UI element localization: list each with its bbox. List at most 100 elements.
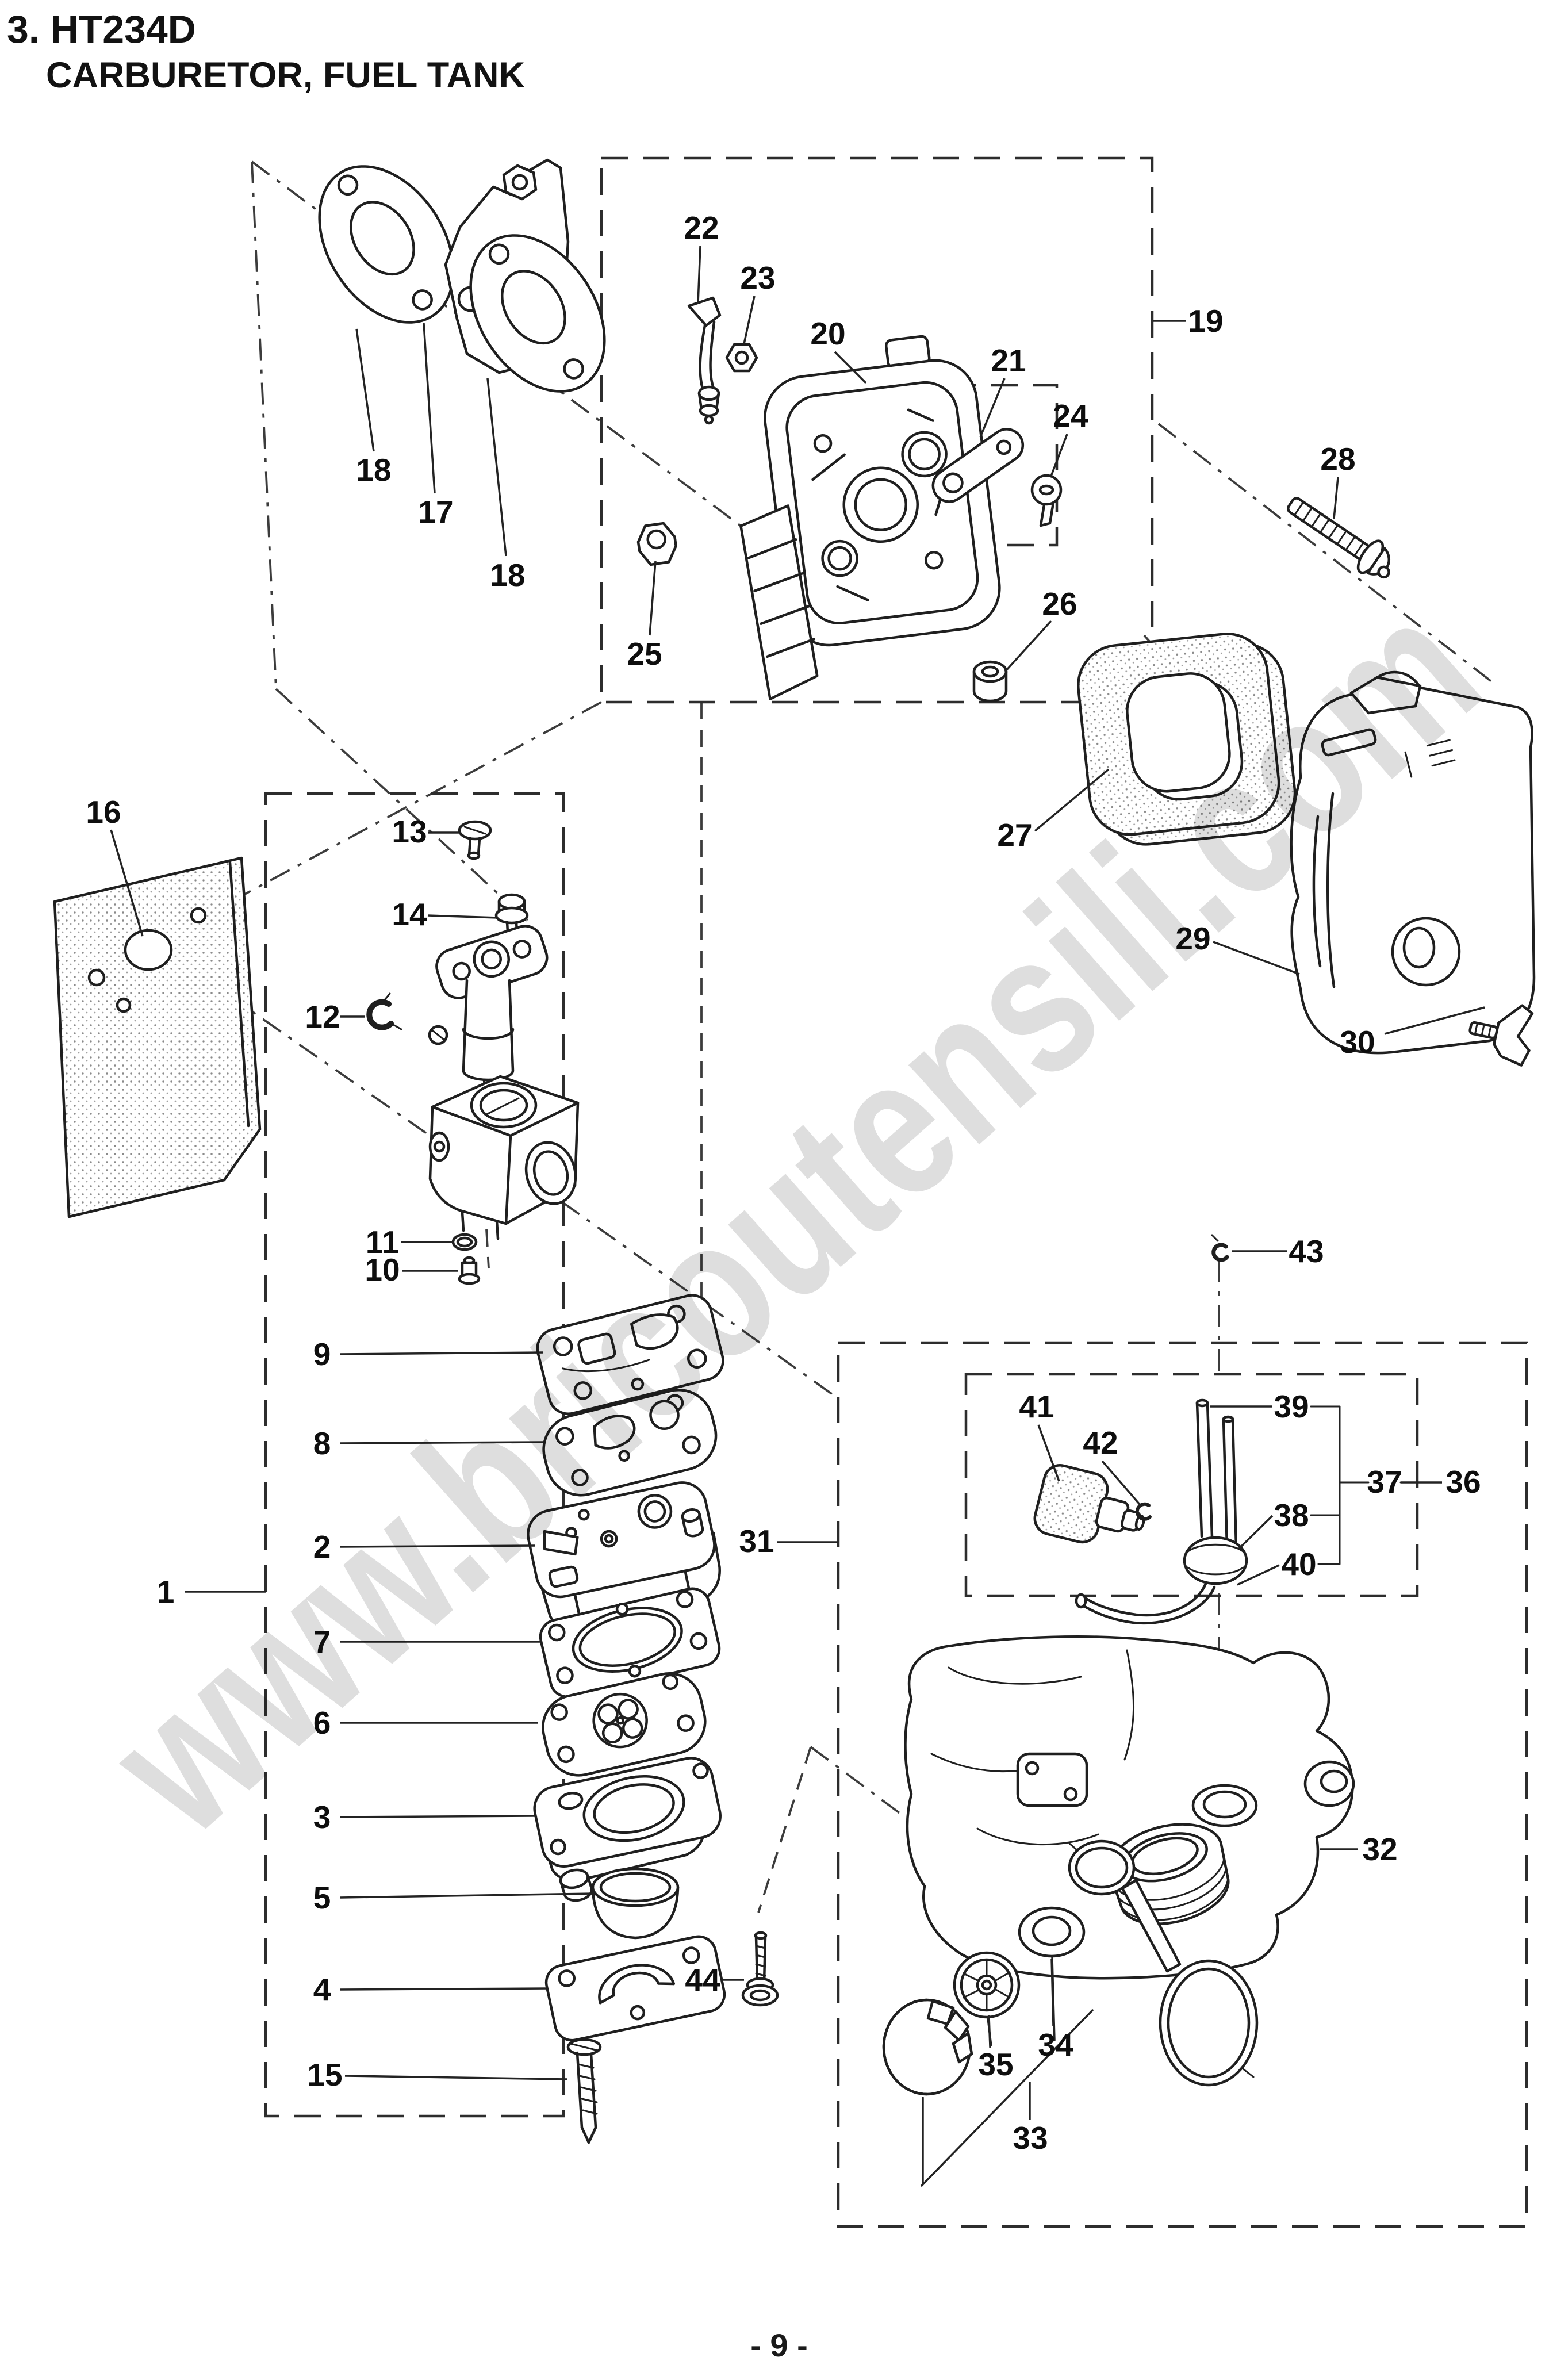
leader-line-28 — [1333, 477, 1339, 519]
part-43-clip — [1211, 1234, 1229, 1262]
leader-line-8 — [340, 1441, 543, 1444]
part-label-27: 27 — [997, 817, 1032, 853]
part-29-air-cleaner-cover — [1290, 670, 1536, 1055]
leader-line-30 — [1384, 1006, 1485, 1035]
part-24-screw — [1030, 474, 1063, 527]
part-41-fuel-filter — [1033, 1464, 1145, 1544]
leader-line-3 — [340, 1815, 535, 1818]
part-32-fuel-tank — [904, 1635, 1355, 1980]
part-label-16: 16 — [86, 794, 121, 830]
part-34-gasket — [1018, 1906, 1086, 1958]
group-box-pickup-36 — [964, 1373, 1419, 1597]
page-section-title: 3. HT234D — [7, 7, 196, 51]
leader-line-21 — [979, 378, 1006, 438]
part-6-pump-diaphragm — [542, 1672, 707, 1777]
leader-line-15 — [344, 2075, 567, 2080]
part-5-primer-cup — [591, 1867, 680, 1940]
leader-line-4 — [340, 1987, 548, 1991]
leader-line-17 — [423, 323, 436, 494]
group-box-fuel-tank-31 — [837, 1341, 1528, 2228]
leader-line-18 — [486, 378, 507, 557]
part-20-air-cleaner-base — [739, 335, 1001, 700]
part-label-28: 28 — [1320, 441, 1355, 477]
leader-line-20 — [834, 351, 867, 384]
leader-line-2 — [340, 1544, 535, 1548]
part-label-42: 42 — [1083, 1425, 1118, 1461]
part-2-pump-body — [527, 1481, 721, 1630]
part-label-24: 24 — [1053, 398, 1088, 434]
part-22-choke-rod — [687, 296, 722, 425]
part-25-nut — [636, 522, 677, 566]
part-label-44: 44 — [685, 1962, 720, 1998]
callout-layer: 1234567891011121314151617181819202122232… — [86, 210, 1485, 2156]
part-label-15: 15 — [307, 2057, 342, 2092]
leader-line-24 — [1050, 434, 1068, 477]
group-box-air-cleaner-19 — [600, 156, 1154, 704]
leader-line-40 — [1237, 1564, 1280, 1586]
part-27-filter-element — [1077, 633, 1297, 846]
part-label-40: 40 — [1281, 1546, 1316, 1582]
part-label-32: 32 — [1362, 1831, 1397, 1867]
part-33-fuel-cap — [882, 1998, 973, 2096]
part-9-plate — [536, 1294, 724, 1415]
bracket-33 — [921, 1956, 1094, 2187]
part-26-collar — [972, 660, 1008, 703]
throttle-shaft-assembly — [428, 925, 549, 1113]
part-label-17: 17 — [418, 494, 453, 530]
part-label-25: 25 — [627, 636, 662, 672]
part-label-37: 37 — [1367, 1464, 1402, 1500]
part-37-pickup-assembly — [1075, 1398, 1248, 1625]
part-label-33: 33 — [1013, 2120, 1048, 2156]
part-label-31: 31 — [739, 1523, 774, 1559]
part-label-11: 11 — [366, 1224, 399, 1260]
leader-line-23 — [743, 296, 756, 344]
part-28-bolt — [1287, 497, 1391, 579]
leader-line-38 — [1237, 1515, 1274, 1550]
part-label-13: 13 — [392, 814, 427, 849]
part-label-6: 6 — [313, 1705, 331, 1741]
part-label-7: 7 — [313, 1624, 331, 1660]
part-label-29: 29 — [1175, 921, 1210, 956]
leader-line-14 — [427, 914, 499, 919]
part-18-gasket-a — [318, 165, 455, 324]
part-label-34: 34 — [1038, 2027, 1073, 2063]
part-18-gasket-b — [469, 234, 606, 393]
leader-line-41 — [1037, 1424, 1060, 1482]
leader-line-22 — [697, 246, 701, 304]
leader-line-5 — [340, 1892, 595, 1899]
part-label-22: 22 — [684, 210, 719, 246]
part-label-1: 1 — [157, 1574, 175, 1609]
part-label-21: 21 — [991, 343, 1026, 378]
leader-line-18 — [355, 328, 375, 452]
part-11-o-ring — [451, 1233, 478, 1251]
part-35-valve — [953, 1951, 1021, 2019]
part-30-wing-bolt — [1468, 1004, 1534, 1067]
part-44-screw — [741, 1931, 779, 2007]
part-7-gasket — [539, 1587, 721, 1699]
part-label-10: 10 — [365, 1252, 400, 1287]
leader-line-26 — [1004, 620, 1052, 673]
part-label-39: 39 — [1274, 1389, 1309, 1424]
part-label-4: 4 — [313, 1972, 331, 2007]
leader-line-25 — [649, 561, 657, 636]
part-16-heat-shield — [53, 856, 262, 1218]
leader-line-27 — [1034, 768, 1110, 832]
part-4-primer-plate — [544, 1935, 726, 2042]
bracket-37 — [1310, 1405, 1439, 1565]
part-label-38: 38 — [1274, 1497, 1309, 1533]
page-number: - 9 - — [750, 2327, 808, 2363]
part-label-18: 18 — [490, 557, 525, 593]
part-8-metering-diaphragm — [542, 1389, 718, 1497]
part-12-e-clip — [366, 992, 402, 1030]
leader-line-16 — [110, 829, 144, 937]
part-15-screw — [566, 2038, 602, 2144]
page-subtitle: CARBURETOR, FUEL TANK — [46, 55, 525, 95]
choke-marking — [1404, 739, 1456, 778]
part-23-washer — [725, 343, 758, 373]
part-label-26: 26 — [1042, 586, 1077, 622]
part-42-clip — [1135, 1502, 1152, 1521]
leader-line-34 — [1050, 1958, 1054, 2027]
part-label-18: 18 — [356, 452, 391, 488]
